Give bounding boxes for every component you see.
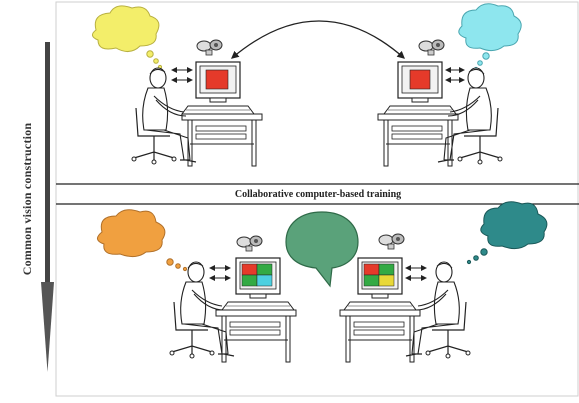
vertical-axis-label: Common vision construction [20,122,34,276]
diagram-frame [55,1,579,397]
computer-left-bottom [221,257,295,311]
io-arrows-left [171,67,193,83]
camera-left-bottom [236,235,263,252]
io-arrows-left-bottom [209,265,231,281]
band-caption: Collaborative computer-based training [234,189,402,200]
screen-red-left [205,69,229,90]
computer-right [383,61,457,115]
screen-red-right [409,69,431,90]
progress-arrow [41,42,54,372]
thought-cloud-teal [466,201,548,265]
io-arrows-right [445,67,465,83]
io-arrows-right-bottom [405,265,427,281]
camera-right [418,39,445,56]
desk-right-bottom [339,309,421,363]
computer-left [181,61,255,115]
camera-left [196,39,223,56]
desk-left [181,113,263,167]
thought-cloud-cyan [458,3,522,72]
top-panel [92,3,522,167]
bottom-panel [97,201,548,363]
camera-right-bottom [378,233,405,250]
thought-cloud-yellow [92,5,163,70]
shared-speech-bubble [285,211,359,288]
computer-right-bottom [343,257,417,311]
exchange-arc [231,20,405,59]
thought-cloud-orange [97,209,188,272]
